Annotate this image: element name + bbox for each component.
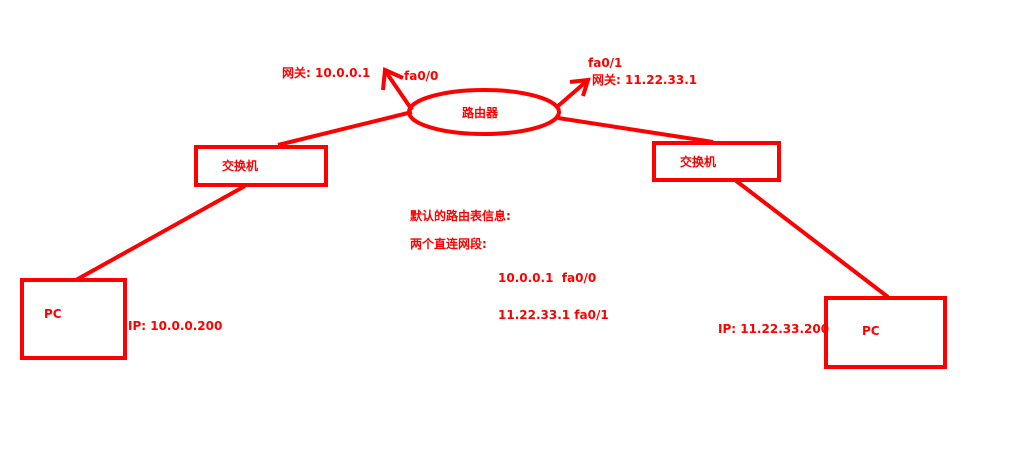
interface-left-label: fa0/0 bbox=[404, 69, 438, 83]
switch-left bbox=[194, 145, 328, 187]
arrow-fa0-1-icon bbox=[556, 77, 591, 108]
gateway-right-label: 网关: 11.22.33.1 bbox=[592, 72, 697, 87]
link-switch-right-pc bbox=[733, 178, 890, 299]
link-switch-left-router bbox=[277, 110, 413, 147]
routing-table-title: 默认的路由表信息: bbox=[410, 208, 511, 223]
interface-right-label: fa0/1 bbox=[588, 56, 622, 70]
pc-right bbox=[824, 296, 947, 369]
pc-right-label: PC bbox=[862, 324, 880, 338]
routing-table-subtitle: 两个直连网段: bbox=[410, 236, 487, 251]
pc-left-label: PC bbox=[44, 307, 62, 321]
routing-table-entry: 10.0.0.1 fa0/0 bbox=[498, 271, 596, 285]
link-switch-left-pc bbox=[75, 184, 246, 282]
router-node bbox=[407, 88, 561, 136]
router-label: 路由器 bbox=[462, 105, 499, 120]
ip-right-label: IP: 11.22.33.200 bbox=[718, 322, 829, 336]
arrow-fa0-0-icon bbox=[381, 67, 414, 112]
ip-left-label: IP: 10.0.0.200 bbox=[128, 319, 222, 333]
link-router-switch-right bbox=[557, 116, 714, 144]
routing-table-entry: 11.22.33.1 fa0/1 bbox=[498, 308, 609, 322]
pc-left bbox=[20, 278, 127, 360]
switch-left-label: 交换机 bbox=[222, 158, 258, 173]
gateway-left-label: 网关: 10.0.0.1 bbox=[282, 65, 370, 80]
switch-right bbox=[652, 141, 781, 182]
switch-right-label: 交换机 bbox=[680, 154, 716, 169]
